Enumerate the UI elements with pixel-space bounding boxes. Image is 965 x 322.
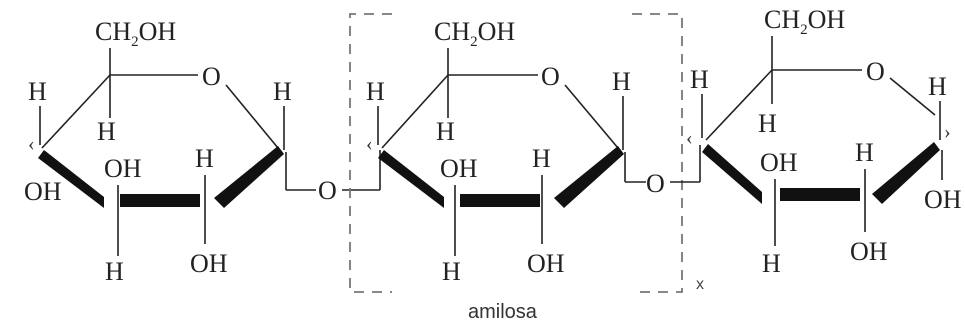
ring2-oh-c2: OH [527,249,565,278]
ring1-oh-c3: OH [104,154,142,183]
ring2-bold-bottom [460,194,540,207]
glucose-ring-1: CH2OH O H H H ‹ OH OH H H OH [24,17,316,286]
ring1-ring-oxygen: O [202,62,221,91]
bracket-right [632,13,683,293]
ring3-oh-c1: OH [924,185,962,214]
glucose-ring-3: CH2OH O H H › H ‹ OH H H OH OH [686,5,962,278]
ring3-h-c3: H [762,249,781,278]
ring2-wedge-left [378,150,444,208]
ring2-left-link-mark: ‹ [366,133,373,155]
glycosidic-oxygen-2: O [646,169,665,198]
ring2-h-c4-up: H [366,77,385,106]
ring3-bond-c5-c4 [705,69,773,141]
ring2-ch2oh: CH2OH [434,17,515,50]
ring3-h-c2: H [855,138,874,167]
ring1-wedge-left [38,150,104,208]
ring3-oh-c2: OH [850,237,888,266]
ring2-h-c2: H [532,144,551,173]
ring2-bond-c5-c4 [381,74,449,149]
ring1-oh-c4: OH [24,177,62,206]
glucose-ring-2: CH2OH O H H H ‹ OH H H OH [366,17,646,286]
ring2-h-c3: H [442,257,461,286]
ring3-bold-bottom [780,188,860,201]
ring2-h-c5: H [436,117,455,146]
ring1-bold-bottom [120,194,200,207]
ring3-wedge-left [702,144,762,204]
ring1-bond-o-c1 [225,84,279,149]
ring1-left-link-mark: ‹ [28,133,35,155]
ring1-ch2oh: CH2OH [95,17,176,50]
ring3-left-link-mark: ‹ [686,127,693,149]
ring1-h-c3: H [105,257,124,286]
bracket-left [349,13,392,293]
ring2-oh-c3: OH [440,154,478,183]
ring3-ch2oh: CH2OH [764,5,845,38]
ring2-bond-o-c1 [564,84,619,149]
glycosidic-oxygen-1: O [318,176,337,205]
repeat-unit-bracket [349,13,683,293]
ring3-wedge-right [872,142,940,204]
ring3-right-link-mark: › [944,121,951,143]
ring1-h-c4-up: H [28,77,47,106]
ring1-bond-c5-c4 [41,74,111,149]
caption-amilosa: amilosa [468,301,538,322]
ring3-bond-o-c1 [889,77,936,116]
ring2-ring-oxygen: O [541,62,560,91]
ring3-ring-oxygen: O [866,57,885,86]
ring3-oh-c3: OH [760,148,798,177]
ring3-h-c4-up: H [690,65,709,94]
ring2-wedge-right [554,146,624,208]
ring3-h-c5: H [758,109,777,138]
ring1-h-c2: H [195,144,214,173]
ring2-h-c1-up: H [612,67,631,96]
ring1-wedge-right [214,146,284,208]
ring3-h-c1-up: H [928,72,947,101]
ring1-h-c5: H [97,117,116,146]
ring1-oh-c2: OH [190,249,228,278]
repeat-multiplier: x [696,276,704,293]
ring1-h-c1-up: H [273,77,292,106]
